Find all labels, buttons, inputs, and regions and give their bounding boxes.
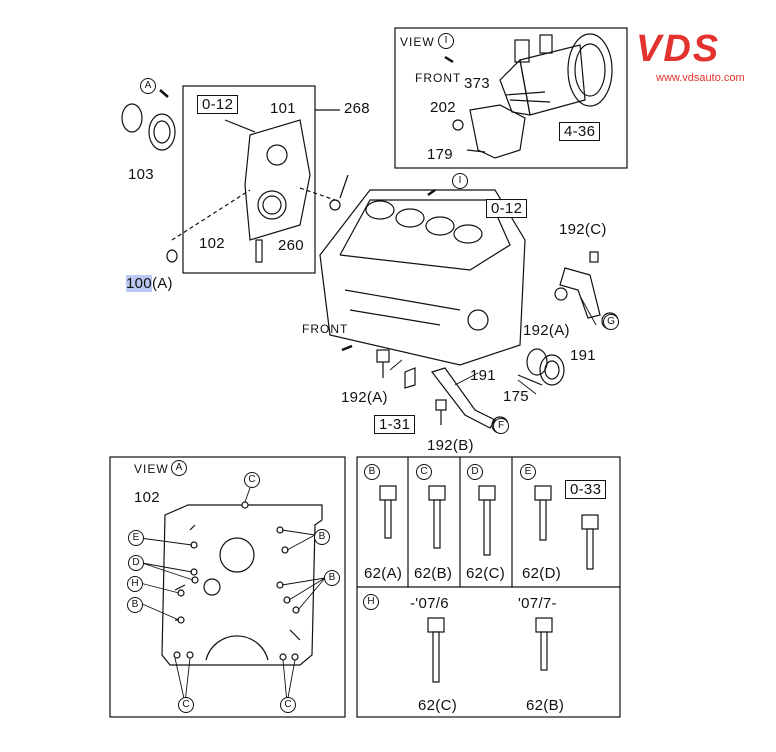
bolt-h-right-drawing <box>535 617 553 671</box>
bolt-mark-e: E <box>520 464 536 480</box>
bolt-mark-d: D <box>467 464 483 480</box>
bolt-mark-c: C <box>416 464 432 480</box>
mark-f: F <box>493 418 509 434</box>
injection-pump-drawing <box>499 33 613 116</box>
part-192a-left[interactable]: 192(A) <box>341 389 388 406</box>
cover-frame <box>182 85 316 274</box>
part-260[interactable]: 260 <box>278 237 304 254</box>
mark-c-bottom-right: C <box>280 697 296 713</box>
view-a-title-mark: A <box>171 460 187 476</box>
part-192b[interactable]: 192(B) <box>427 437 474 454</box>
part-101[interactable]: 101 <box>270 100 296 117</box>
part-100-suffix: (A) <box>151 275 173 292</box>
mark-b-right-2: B <box>324 570 340 586</box>
front-label-top: FRONT <box>415 71 462 85</box>
bolt-62a-drawing <box>379 485 397 539</box>
bolt-mark-b: B <box>364 464 380 480</box>
part-192c[interactable]: 192(C) <box>559 221 607 238</box>
vds-logo: VDS <box>636 28 721 70</box>
part-373[interactable]: 373 <box>464 75 490 92</box>
mark-e: E <box>128 530 144 546</box>
part-191-left[interactable]: 191 <box>470 367 496 384</box>
bracket-right <box>559 267 601 319</box>
cover-plate-outline <box>161 504 323 666</box>
ref-0-12-cover[interactable]: 0-12 <box>197 95 239 114</box>
ref-4-36[interactable]: 4-36 <box>559 122 601 141</box>
part-202[interactable]: 202 <box>430 99 456 116</box>
part-103[interactable]: 103 <box>128 166 154 183</box>
view-i-frame <box>394 27 628 169</box>
view-a-part-102[interactable]: 102 <box>134 489 160 506</box>
pump-bracket <box>469 104 526 159</box>
ref-0-33[interactable]: 0-33 <box>565 480 607 499</box>
sensor-1-31 <box>404 367 416 389</box>
bolt-62d-drawing <box>534 485 552 541</box>
mark-d: D <box>128 555 144 571</box>
view-i-mark-block: I <box>452 173 468 189</box>
bolt-h-right-label[interactable]: 62(B) <box>526 697 565 714</box>
ref-0-12-block[interactable]: 0-12 <box>486 199 528 218</box>
bolt-h-left-date: -'07/6 <box>410 595 449 612</box>
bolt-h-left-label[interactable]: 62(C) <box>418 697 458 714</box>
view-i-mark: I <box>438 33 454 49</box>
mark-c-top: C <box>244 472 260 488</box>
logo-url: www.vdsauto.com <box>656 72 745 84</box>
mark-b-left: B <box>127 597 143 613</box>
mark-h: H <box>127 576 143 592</box>
part-100-a[interactable]: 100(A) <box>126 275 173 292</box>
bolt-62d[interactable]: 62(D) <box>522 565 562 582</box>
mark-c-bottom-left: C <box>178 697 194 713</box>
cover-holes <box>173 501 300 661</box>
part-100-number[interactable]: 100 <box>126 275 152 292</box>
cover-arc <box>205 635 269 661</box>
ref-1-31[interactable]: 1-31 <box>374 415 416 434</box>
bolt-62b-drawing <box>428 485 446 549</box>
part-191-right[interactable]: 191 <box>570 347 596 364</box>
bolt-033-drawing <box>581 514 599 570</box>
part-192a-right[interactable]: 192(A) <box>523 322 570 339</box>
engine-block-drawing <box>319 189 526 366</box>
mark-g: G <box>603 314 619 330</box>
bolt-62c-drawing <box>478 485 496 556</box>
front-cover-drawing <box>244 119 311 241</box>
bolt-62b[interactable]: 62(B) <box>414 565 453 582</box>
view-a-title: VIEW <box>134 462 169 476</box>
part-268[interactable]: 268 <box>344 100 370 117</box>
view-i-label: VIEW <box>400 35 435 49</box>
mark-b-right-1: B <box>314 529 330 545</box>
front-label-block: FRONT <box>302 322 349 336</box>
view-a-mark-top: A <box>140 78 156 94</box>
bolt-62c[interactable]: 62(C) <box>466 565 506 582</box>
bolt-mark-h: H <box>363 594 379 610</box>
view-a-frame <box>109 456 346 718</box>
bolt-h-right-date: '07/7- <box>518 595 557 612</box>
bolt-h-left-drawing <box>427 617 445 683</box>
part-179[interactable]: 179 <box>427 146 453 163</box>
bolt-62a[interactable]: 62(A) <box>364 565 403 582</box>
part-102[interactable]: 102 <box>199 235 225 252</box>
part-175[interactable]: 175 <box>503 388 529 405</box>
